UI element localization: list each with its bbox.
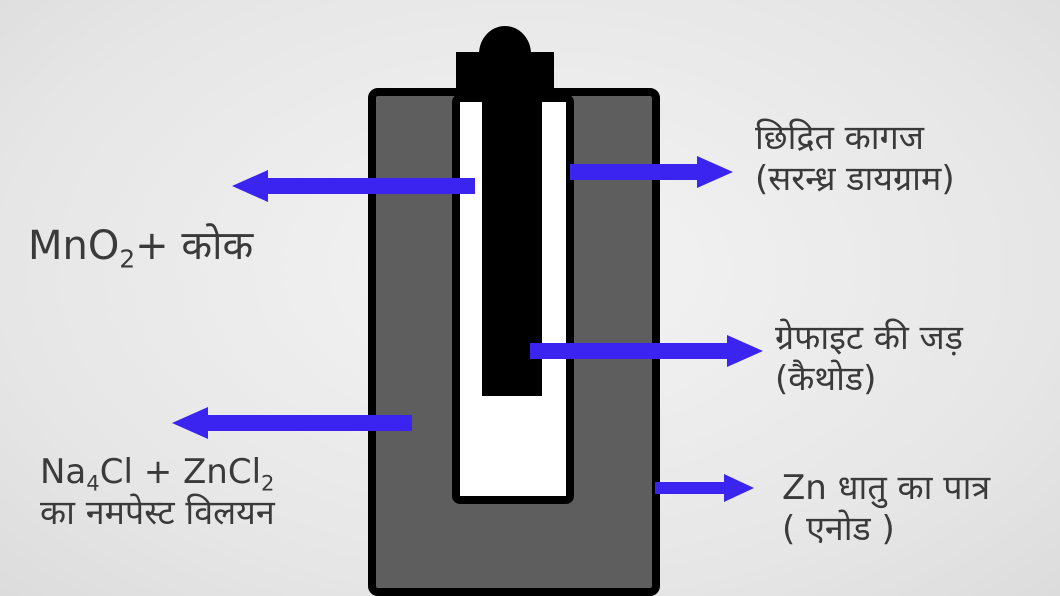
paste-label-zn-subscript: 2 (261, 470, 275, 496)
porous-paper-label: छिद्रित कागज (सरन्ध्र डायग्राम) (755, 118, 955, 200)
mno2-coke-label: MnO2+ कोक (28, 222, 254, 272)
arrow-porous-paper (570, 156, 733, 188)
paste-label-mid: Cl + ZnCl (99, 452, 262, 492)
arrow-paste (172, 407, 412, 439)
graphite-rod-label-line2: (कैथोड) (775, 358, 877, 399)
paste-label-line1: Na4Cl + ZnCl2 (40, 452, 275, 493)
paste-label: Na4Cl + ZnCl2 का नमपेस्ट विलयन (40, 452, 275, 534)
zinc-container-label-line1: Zn धातु का पात्र (782, 468, 991, 508)
arrow-mno2 (232, 170, 475, 202)
arrow-graphite-rod (530, 335, 763, 367)
mno2-label-subscript: 2 (119, 244, 136, 274)
porous-paper-label-line1: छिद्रित कागज (755, 118, 924, 158)
zinc-container-label-line2: ( एनोड ) (782, 508, 895, 549)
graphite-rod-terminal (479, 26, 531, 82)
paste-label-line2: का नमपेस्ट विलयन (40, 492, 275, 533)
arrow-zinc-container (655, 474, 754, 502)
mno2-label-suffix: + कोक (135, 223, 254, 269)
paste-label-na-subscript: 4 (86, 470, 100, 496)
graphite-rod-label: ग्रेफाइट की जड़ (कैथोड) (775, 318, 963, 400)
zinc-container-label: Zn धातु का पात्र ( एनोड ) (782, 468, 990, 550)
graphite-rod-label-line1: ग्रेफाइट की जड़ (775, 318, 963, 358)
paste-label-na: Na (40, 452, 87, 492)
mno2-label-prefix: MnO (28, 223, 120, 269)
porous-paper-label-line2: (सरन्ध्र डायग्राम) (755, 158, 955, 199)
